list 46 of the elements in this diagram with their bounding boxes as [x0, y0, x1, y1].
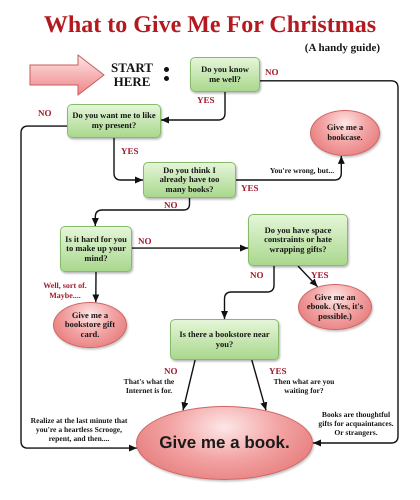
decision-box [248, 214, 348, 266]
connector-arrow [260, 80, 399, 446]
edge-label: YES [311, 270, 329, 280]
decision-box [170, 319, 279, 360]
block-arrow [30, 54, 105, 96]
question-text: Do you have space constraints or hate wrapping gifts? [263, 226, 333, 254]
question-text: Do you know me well? [200, 64, 250, 84]
connector-arrow [92, 272, 100, 302]
question-text: Do you want me to like my present? [72, 111, 156, 131]
connector-arrow [298, 266, 318, 288]
question-text: Is there a bookstore near you? [179, 330, 270, 350]
result-text: Give me an ebook. (Yes, it's possible.) [306, 292, 364, 322]
decision-box [67, 104, 161, 138]
question-text: Do you think I already have too many books? [158, 166, 220, 194]
decision-box [143, 162, 236, 198]
connector-arrow [20, 125, 137, 452]
edge-label: YES [241, 183, 259, 193]
result-ellipse [298, 284, 372, 330]
connector-arrow [236, 156, 345, 181]
connector-arrow [181, 360, 196, 410]
edge-label: NO [250, 270, 264, 280]
decision-box [60, 226, 132, 272]
connector-arrow [161, 92, 226, 124]
edge-label: YES [269, 366, 287, 376]
edge-label: YES [197, 95, 215, 105]
edge-label: Well, sort of. Maybe.... [42, 281, 88, 300]
edge-label: NO [138, 236, 152, 246]
result-text: Give me a book. [159, 433, 290, 453]
start-text: START HERE [104, 59, 160, 91]
connector-arrow [132, 244, 248, 252]
connector-arrow [113, 138, 143, 184]
edge-label: NO [164, 366, 178, 376]
result-ellipse [53, 302, 127, 348]
title: What to Give Me For Christmas [42, 12, 378, 39]
edge-label: YES [121, 146, 139, 156]
result-ellipse [310, 110, 380, 156]
edge-label: NO [38, 108, 52, 118]
result-text: Give me a bookcase. [326, 123, 364, 143]
connector-arrow [221, 266, 275, 319]
decision-box [190, 57, 260, 92]
question-text: Is it hard for you to make up your mind? [64, 234, 128, 264]
edge-label: NO [265, 67, 278, 77]
subtitle: (A handy guide) [304, 42, 380, 56]
edge-label: NO [164, 200, 178, 210]
connector-arrow [251, 360, 268, 410]
result-text: Give me a bookstore gift card. [64, 310, 116, 340]
